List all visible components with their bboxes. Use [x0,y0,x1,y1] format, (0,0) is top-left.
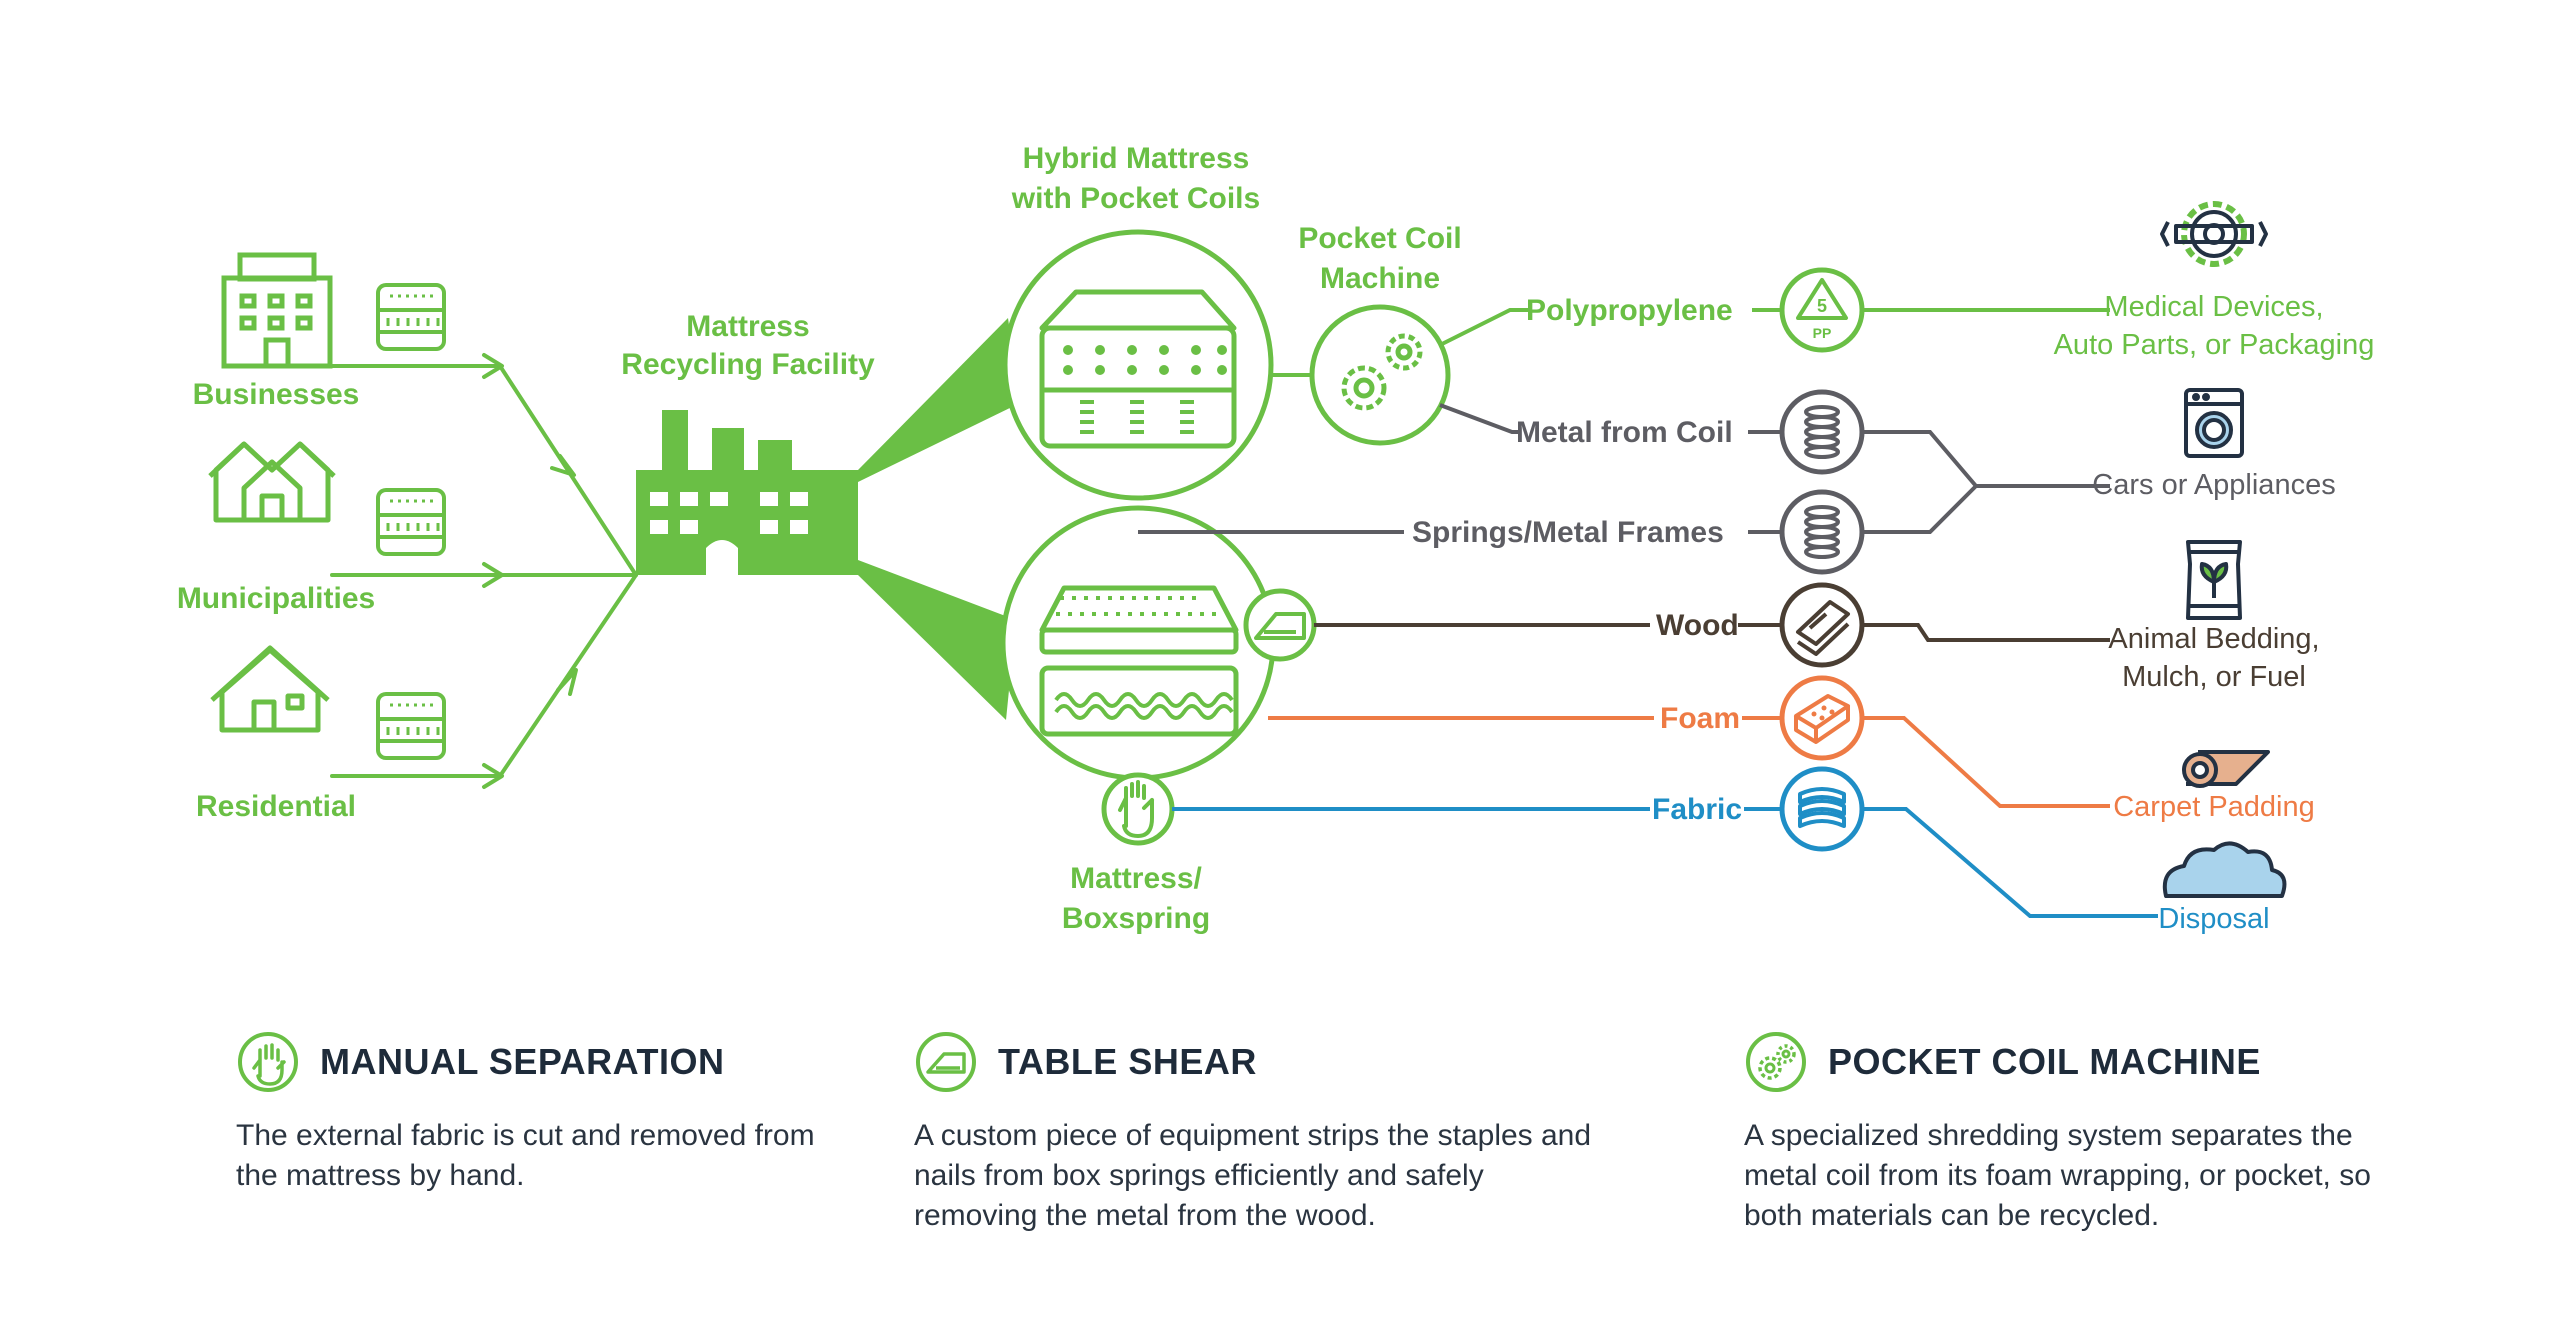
material-label-metal-coil: Metal from Coil [1516,416,1733,449]
legend-header: MANUAL SEPARATION [236,1030,856,1094]
destination-label: Medical Devices, [2104,291,2323,323]
mattress-boxspring-icon [1039,585,1239,737]
destination-label: Cars or Appliances [2092,469,2335,501]
pocket-machine-label: Machine [1320,262,1440,295]
legend-manual-separation: MANUAL SEPARATION The external fabric is… [236,1030,856,1196]
pocket-coil-mattress-icon [1039,289,1237,449]
legend-header: TABLE SHEAR [914,1030,1534,1094]
fabric-stack-icon [1798,787,1846,828]
boxspring-label: Mattress/ [1070,862,1202,895]
pocket-machine-label: Pocket Coil [1298,222,1461,255]
legend-title: MANUAL SEPARATION [320,1041,725,1082]
material-label-fabric: Fabric [1652,793,1742,826]
cloud-icon [2162,841,2287,898]
shear-blade-icon [916,1032,976,1092]
source-label: Municipalities [177,582,375,615]
fabric-to-disposal-line [1862,807,2158,918]
coil-spring-icon [1804,405,1840,459]
material-label-wood: Wood [1656,609,1739,642]
material-label-springs: Springs/Metal Frames [1412,516,1724,549]
hybrid-label: Hybrid Mattress [1023,142,1250,175]
factory-icon [636,410,858,575]
gears-icon [1746,1032,1806,1092]
destination-label: Mulch, or Fuel [2122,661,2306,693]
gear-wrench-icon [2160,201,2268,267]
material-label-polypropylene: Polypropylene [1526,294,1733,327]
foam-block-icon [1794,694,1850,744]
svg-text:PP: PP [1813,325,1832,341]
legend-title: POCKET COIL MACHINE [1828,1041,2261,1082]
recycle-pp-5-icon: 5 PP [1796,278,1848,341]
foam-to-carpet-line [1862,716,2110,808]
wood-to-bedding-line [1862,623,2110,642]
material-label-foam: Foam [1660,702,1740,735]
source-label: Businesses [193,378,360,411]
small-mattress-icon [376,692,446,760]
funnel-to-hybrid [858,318,1020,482]
material-circle-metal-coil [1779,389,1865,475]
houses-icon [208,441,336,523]
source-label: Residential [196,790,356,823]
legend-description: A specialized shredding system separates… [1744,1119,2371,1232]
boxspring-label: Boxspring [1062,902,1210,935]
destination-label: Animal Bedding, [2108,623,2319,655]
machine-to-metal-coil-line [1439,403,1518,434]
material-circle-springs [1779,489,1865,575]
svg-text:5: 5 [1817,296,1827,316]
hybrid-label: with Pocket Coils [1011,182,1260,215]
machine-to-polypropylene-line [1439,308,1528,347]
material-circle-wood [1779,582,1865,668]
shear-blade-icon [1254,612,1306,640]
small-mattress-icon [376,283,446,351]
hand-icon [1118,780,1154,838]
destination-label: Carpet Padding [2113,791,2315,823]
funnel-to-boxspring [858,560,1016,720]
legend-header: POCKET COIL MACHINE [1744,1030,2364,1094]
source-arrows [330,353,638,789]
legend-pocket-coil-machine: POCKET COIL MACHINE A specialized shredd… [1744,1030,2371,1236]
office-building-icon [221,252,333,369]
legend-description: A custom piece of equipment strips the s… [914,1119,1592,1232]
washing-machine-icon [2184,388,2244,458]
hybrid-circle [1002,229,1274,501]
gears-icon [1341,333,1423,411]
destination-label: Disposal [2158,903,2269,935]
small-mattress-icon [376,488,446,556]
metal-merge-lines [1862,430,2110,534]
legend-description: The external fabric is cut and removed f… [236,1119,815,1192]
legend-table-shear: TABLE SHEAR A custom piece of equipment … [914,1030,1591,1236]
facility-label: Mattress [686,310,809,343]
hand-icon [238,1032,298,1092]
destination-label: Auto Parts, or Packaging [2054,329,2375,361]
wood-planks-icon [1796,600,1850,656]
coil-spring-icon [1804,505,1840,559]
facility-label: Recycling Facility [621,348,875,381]
mulch-bag-icon [2186,540,2242,620]
legend-title: TABLE SHEAR [998,1041,1257,1082]
carpet-roll-icon [2182,750,2270,788]
house-icon [210,645,330,733]
